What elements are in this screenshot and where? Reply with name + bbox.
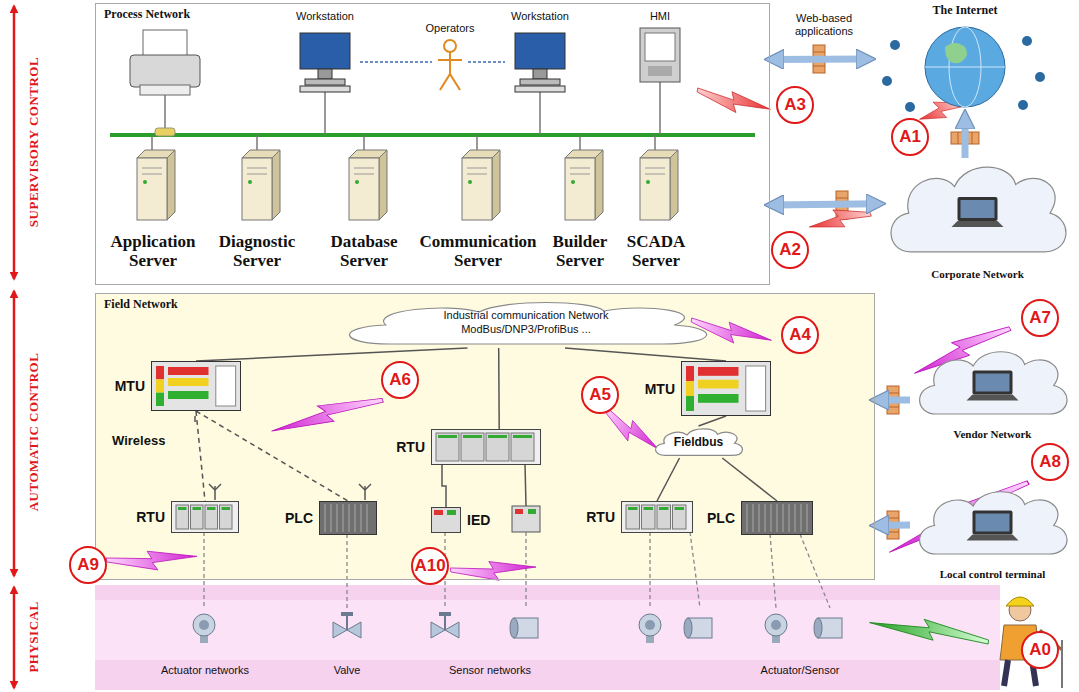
network-link bbox=[699, 416, 727, 426]
network-link bbox=[722, 458, 777, 501]
network-cloud: Fieldbus bbox=[651, 426, 746, 458]
node-label: RTU bbox=[136, 509, 165, 525]
network-link bbox=[442, 465, 446, 507]
component-label: Sensor networks bbox=[425, 664, 555, 677]
wireless-link bbox=[196, 411, 348, 501]
internet-globe: The Internet bbox=[870, 3, 1060, 115]
node-label: MTU bbox=[645, 381, 675, 397]
rtu-unit: RTU bbox=[171, 501, 239, 533]
network-panel: Field NetworkIndustrial communication Ne… bbox=[95, 293, 875, 580]
callout-number: A7 bbox=[1021, 299, 1059, 337]
component-label: Operators bbox=[410, 22, 490, 35]
ied-device: IED bbox=[431, 507, 461, 533]
network-link bbox=[196, 348, 468, 361]
node-label: IED bbox=[467, 512, 490, 528]
callout-number: A6 bbox=[381, 361, 419, 399]
node-shape bbox=[431, 507, 461, 533]
node-label: Industrial communication Network ModBus/… bbox=[431, 309, 621, 337]
component-label: Actuator/Sensor bbox=[735, 664, 865, 677]
component-label: Wireless bbox=[112, 434, 182, 449]
node-shape bbox=[880, 158, 1075, 280]
network-cloud: Industrial communication Network ModBus/… bbox=[331, 298, 721, 348]
network-cloud: Vendor Network bbox=[910, 345, 1075, 440]
callout-number: A1 bbox=[891, 118, 929, 156]
callout-number: A2 bbox=[771, 231, 809, 269]
server-label: SCADA Server bbox=[617, 233, 695, 270]
node-label: PLC bbox=[707, 510, 735, 526]
node-shape bbox=[910, 485, 1075, 580]
node-shape bbox=[741, 501, 813, 535]
data-flow-arrow bbox=[962, 115, 969, 158]
server-label: Database Server bbox=[316, 233, 412, 270]
node-shape bbox=[621, 501, 693, 533]
data-flow-arrow bbox=[770, 56, 870, 63]
network-cloud: Local control terminal bbox=[910, 485, 1075, 580]
callout-number: A3 bbox=[776, 86, 814, 124]
rtu-unit: RTU bbox=[621, 501, 693, 533]
node-label: Corporate Network bbox=[880, 268, 1075, 280]
node-shape bbox=[431, 429, 541, 465]
node-label: Process Network bbox=[104, 7, 190, 22]
server-label: Communication Server bbox=[412, 233, 544, 270]
network-cloud: Corporate Network bbox=[880, 158, 1075, 280]
callout-number: A10 bbox=[411, 547, 449, 585]
node-shape bbox=[870, 3, 1060, 115]
plc-unit: PLC bbox=[319, 501, 377, 535]
component-label: Actuator networks bbox=[140, 664, 270, 677]
server-label: Application Server bbox=[98, 233, 208, 270]
wireless-link bbox=[196, 411, 205, 501]
data-flow-arrow bbox=[875, 397, 910, 404]
component-label: Valve bbox=[317, 664, 377, 677]
node-label: The Internet bbox=[870, 3, 1060, 18]
component-label: Workstation bbox=[500, 10, 580, 23]
rtu-unit: RTU bbox=[431, 429, 541, 465]
mtu-unit: MTU bbox=[151, 361, 241, 411]
node-shape bbox=[681, 361, 771, 416]
callout-number: A9 bbox=[69, 546, 107, 584]
component-label: HMI bbox=[630, 10, 690, 23]
node-label: Local control terminal bbox=[910, 568, 1075, 580]
layer-label: SUPERVISORY CONTROL bbox=[26, 7, 42, 277]
node-shape bbox=[151, 361, 241, 411]
node-shape bbox=[319, 501, 377, 535]
plc-unit: PLC bbox=[741, 501, 813, 535]
layer-label: PHYSICAL bbox=[26, 587, 42, 687]
node-label: Fieldbus bbox=[674, 435, 723, 450]
component-label: Web-based applications bbox=[782, 12, 866, 37]
server-label: Builder Server bbox=[545, 233, 615, 270]
node-label: Field Network bbox=[104, 297, 178, 312]
mtu-unit: MTU bbox=[681, 361, 771, 416]
node-label: RTU bbox=[396, 439, 425, 455]
node-shape bbox=[910, 345, 1075, 440]
network-link bbox=[657, 458, 680, 501]
node-label: RTU bbox=[586, 509, 615, 525]
callout-number: A5 bbox=[581, 376, 619, 414]
node-label: PLC bbox=[285, 510, 313, 526]
data-flow-arrow bbox=[875, 521, 910, 529]
component-label: Workstation bbox=[285, 10, 365, 23]
network-link bbox=[498, 348, 500, 429]
callout-number: A4 bbox=[781, 316, 819, 354]
callout-number: A8 bbox=[1031, 443, 1069, 481]
callout-number: A0 bbox=[1021, 631, 1059, 669]
node-shape bbox=[171, 501, 239, 533]
node-label: MTU bbox=[115, 378, 145, 394]
node-label: Vendor Network bbox=[910, 428, 1075, 440]
network-link bbox=[565, 348, 726, 361]
server-label: Diagnostic Server bbox=[208, 233, 306, 270]
data-flow-arrow bbox=[770, 204, 880, 205]
layer-label: AUTOMATIC CONTROL bbox=[26, 292, 42, 572]
